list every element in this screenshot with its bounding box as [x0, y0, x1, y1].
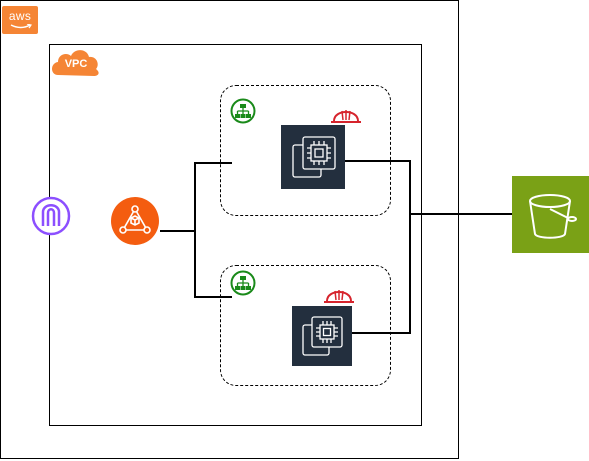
s3-bucket-icon	[529, 194, 577, 239]
internet-gateway-icon[interactable]	[31, 196, 71, 236]
lb-to-subnet-a-line	[194, 162, 232, 298]
network-icon	[230, 98, 256, 124]
role-helmet-icon	[331, 110, 361, 123]
ec2-instance-icon	[302, 316, 343, 356]
s3-bucket[interactable]	[512, 176, 589, 253]
ec2-instance-icon	[292, 136, 336, 178]
load-balancer-icon[interactable]	[110, 196, 160, 246]
ec2-instance-a[interactable]	[281, 125, 345, 189]
network-icon	[230, 270, 256, 296]
vpc-label: VPC	[64, 58, 88, 70]
ec2-instance-b[interactable]	[292, 306, 352, 366]
ec2-a-to-s3-line	[345, 160, 411, 334]
aws-logo-badge: aws	[2, 6, 38, 34]
subnet-b	[220, 265, 391, 386]
aws-smile-icon	[10, 24, 32, 29]
aws-cloud-frame	[0, 0, 459, 459]
subnet-a	[220, 85, 391, 216]
vpc-badge: VPC	[50, 45, 102, 77]
role-helmet-icon	[324, 290, 354, 303]
cloud-icon	[52, 50, 99, 76]
aws-logo-text: aws	[8, 9, 32, 23]
